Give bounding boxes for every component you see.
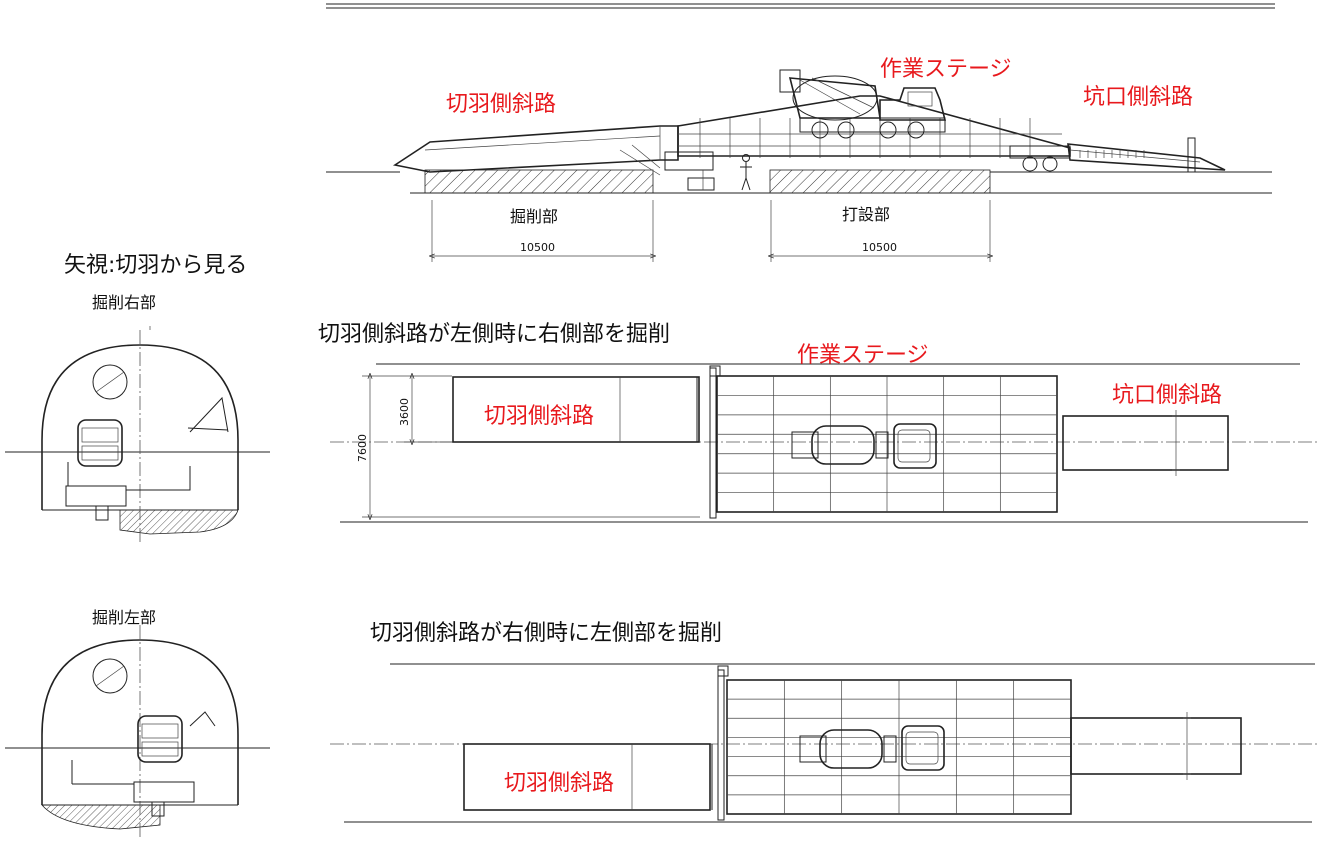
label-excavation: 掘削部 (510, 207, 558, 226)
cross-section-left: 掘削左部 (5, 608, 270, 840)
label-work-stage: 作業ステージ (880, 57, 1012, 82)
worker-figure (740, 154, 752, 191)
wheel (1022, 156, 1038, 172)
dim-ramp-width-value: 3600 (398, 398, 411, 426)
dim-total-width-value: 7600 (356, 434, 369, 462)
work-stage-plan (709, 365, 1058, 519)
portal-side-ramp-plan-2 (1070, 717, 1242, 775)
dimension-excavation (432, 200, 653, 262)
label-portal-ramp: 坑口側斜路 (1083, 85, 1193, 110)
plan2-label-face-ramp: 切羽側斜路 (504, 771, 614, 796)
view-direction-note: 矢視:切羽から見る (64, 253, 247, 278)
plan-view-2: 切羽側斜路が右側時に左側部を掘削 切羽側斜路 (330, 621, 1320, 823)
mixer-truck-plan-2 (799, 725, 945, 771)
wheel (1042, 156, 1058, 172)
face-side-ramp-plan-2 (463, 743, 711, 811)
dim-excavation-value: 10500 (520, 241, 555, 254)
cross-section-right: 掘削右部 (5, 293, 270, 545)
placement-zone (769, 169, 991, 194)
plan-view-1-caption: 切羽側斜路が左側時に右側部を掘削 (318, 322, 670, 347)
mixer-truck-plan (791, 423, 937, 469)
cross-section-left-title: 掘削左部 (92, 608, 156, 627)
dimension-placement (771, 200, 990, 262)
excavation-zone (424, 169, 654, 194)
plan-view-1: 切羽側斜路が左側時に右側部を掘削 7600 3600 (318, 322, 1320, 523)
dim-placement-value: 10500 (862, 241, 897, 254)
plan1-label-stage: 作業ステージ (797, 343, 929, 368)
work-stage-side (664, 95, 1071, 191)
plan1-label-portal-ramp: 坑口側斜路 (1112, 383, 1222, 408)
plan1-label-face-ramp: 切羽側斜路 (484, 404, 594, 429)
cross-section-right-title: 掘削右部 (92, 293, 156, 312)
label-face-ramp: 切羽側斜路 (446, 92, 556, 117)
work-stage-plan-2 (717, 665, 1072, 821)
mixer-truck-side (779, 69, 947, 139)
portal-side-ramp-plan (1062, 415, 1229, 471)
stage-posts (699, 118, 1031, 158)
face-side-ramp-side (392, 125, 679, 176)
face-side-ramp-plan (452, 376, 700, 443)
plan-view-2-caption: 切羽側斜路が右側時に左側部を掘削 (370, 621, 722, 646)
portal-side-ramp-side (1067, 137, 1226, 173)
label-placement: 打設部 (842, 205, 890, 224)
side-view: 切羽側斜路 作業ステージ 坑口側斜路 掘削部 打設部 10500 10500 (326, 3, 1275, 262)
